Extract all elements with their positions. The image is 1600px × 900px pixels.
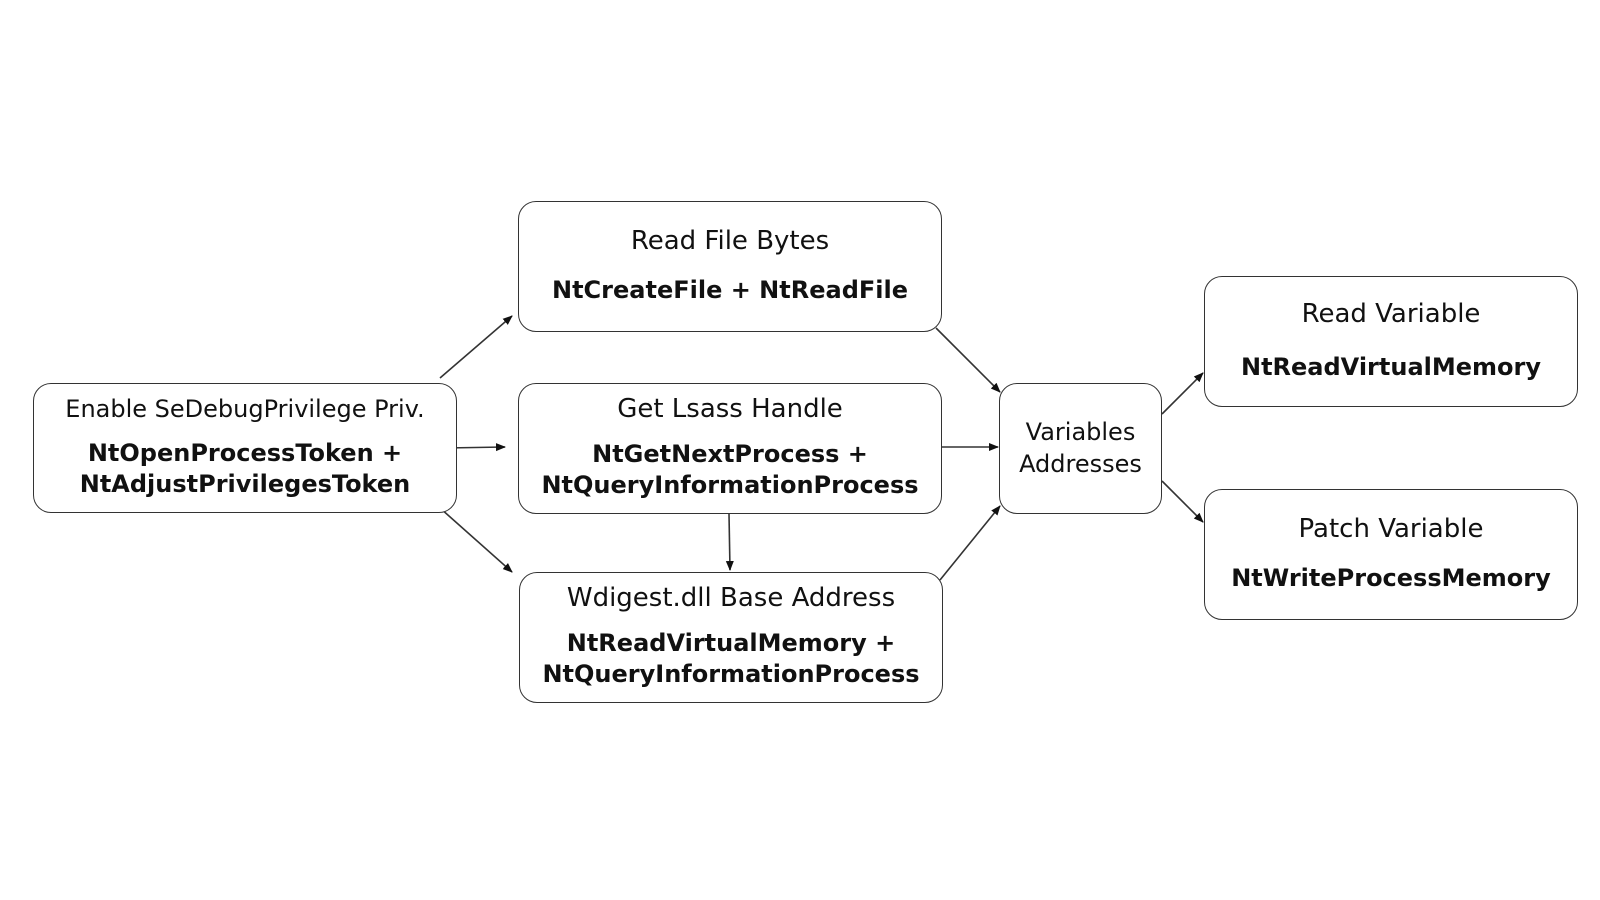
api-call: NtOpenProcessToken + (87, 438, 403, 467)
api-call: NtQueryInformationProcess (541, 471, 919, 500)
arrow-readfile-to-vars (935, 327, 1001, 393)
node-read-file-bytes: Read File Bytes NtCreateFile + NtReadFil… (518, 201, 942, 332)
arrow-enable-to-wdigest (439, 507, 513, 573)
arrow-wdigest-to-vars (939, 505, 1001, 581)
node-title: Wdigest.dll Base Address (566, 583, 896, 614)
api-call: NtCreateFile + NtReadFile (552, 275, 908, 304)
node-read-variable: Read Variable NtReadVirtualMemory (1204, 276, 1578, 407)
api-call: NtAdjustPrivilegesToken (79, 469, 411, 498)
node-title: Patch Variable (1298, 513, 1484, 544)
api-call: NtGetNextProcess + (592, 440, 868, 469)
arrow-enable-to-readfile (439, 315, 513, 379)
node-title-line: Addresses (1019, 449, 1142, 478)
arrow-vars-to-patchvar (1161, 480, 1204, 523)
api-call: NtQueryInformationProcess (542, 660, 920, 689)
node-api-calls: NtReadVirtualMemory (1241, 352, 1541, 383)
node-api-calls: NtReadVirtualMemory + NtQueryInformation… (542, 628, 919, 690)
node-title: Get Lsass Handle (617, 394, 843, 425)
node-title: Enable SeDebugPrivilege Priv. (65, 395, 425, 424)
node-patch-variable: Patch Variable NtWriteProcessMemory (1204, 489, 1578, 620)
node-title: Read Variable (1301, 298, 1481, 329)
node-api-calls: NtWriteProcessMemory (1231, 563, 1551, 594)
arrow-vars-to-readvar (1161, 372, 1204, 415)
node-title-line: Variables (1025, 418, 1136, 447)
node-wdigest-base-address: Wdigest.dll Base Address NtReadVirtualMe… (519, 572, 943, 703)
api-call: NtWriteProcessMemory (1231, 563, 1551, 592)
node-title: Read File Bytes (630, 225, 830, 256)
api-call: NtReadVirtualMemory + (566, 629, 896, 658)
node-variables-addresses: Variables Addresses (999, 383, 1162, 514)
node-enable-sedebug-privilege: Enable SeDebugPrivilege Priv. NtOpenProc… (33, 383, 457, 513)
node-api-calls: NtOpenProcessToken + NtAdjustPrivilegesT… (80, 438, 411, 500)
api-call: NtReadVirtualMemory (1240, 352, 1542, 381)
node-api-calls: NtCreateFile + NtReadFile (552, 275, 908, 306)
node-title: Variables Addresses (1019, 417, 1142, 479)
node-api-calls: NtGetNextProcess + NtQueryInformationPro… (541, 439, 918, 501)
arrow-lsass-to-wdigest (725, 513, 734, 571)
node-get-lsass-handle: Get Lsass Handle NtGetNextProcess + NtQu… (518, 383, 942, 514)
